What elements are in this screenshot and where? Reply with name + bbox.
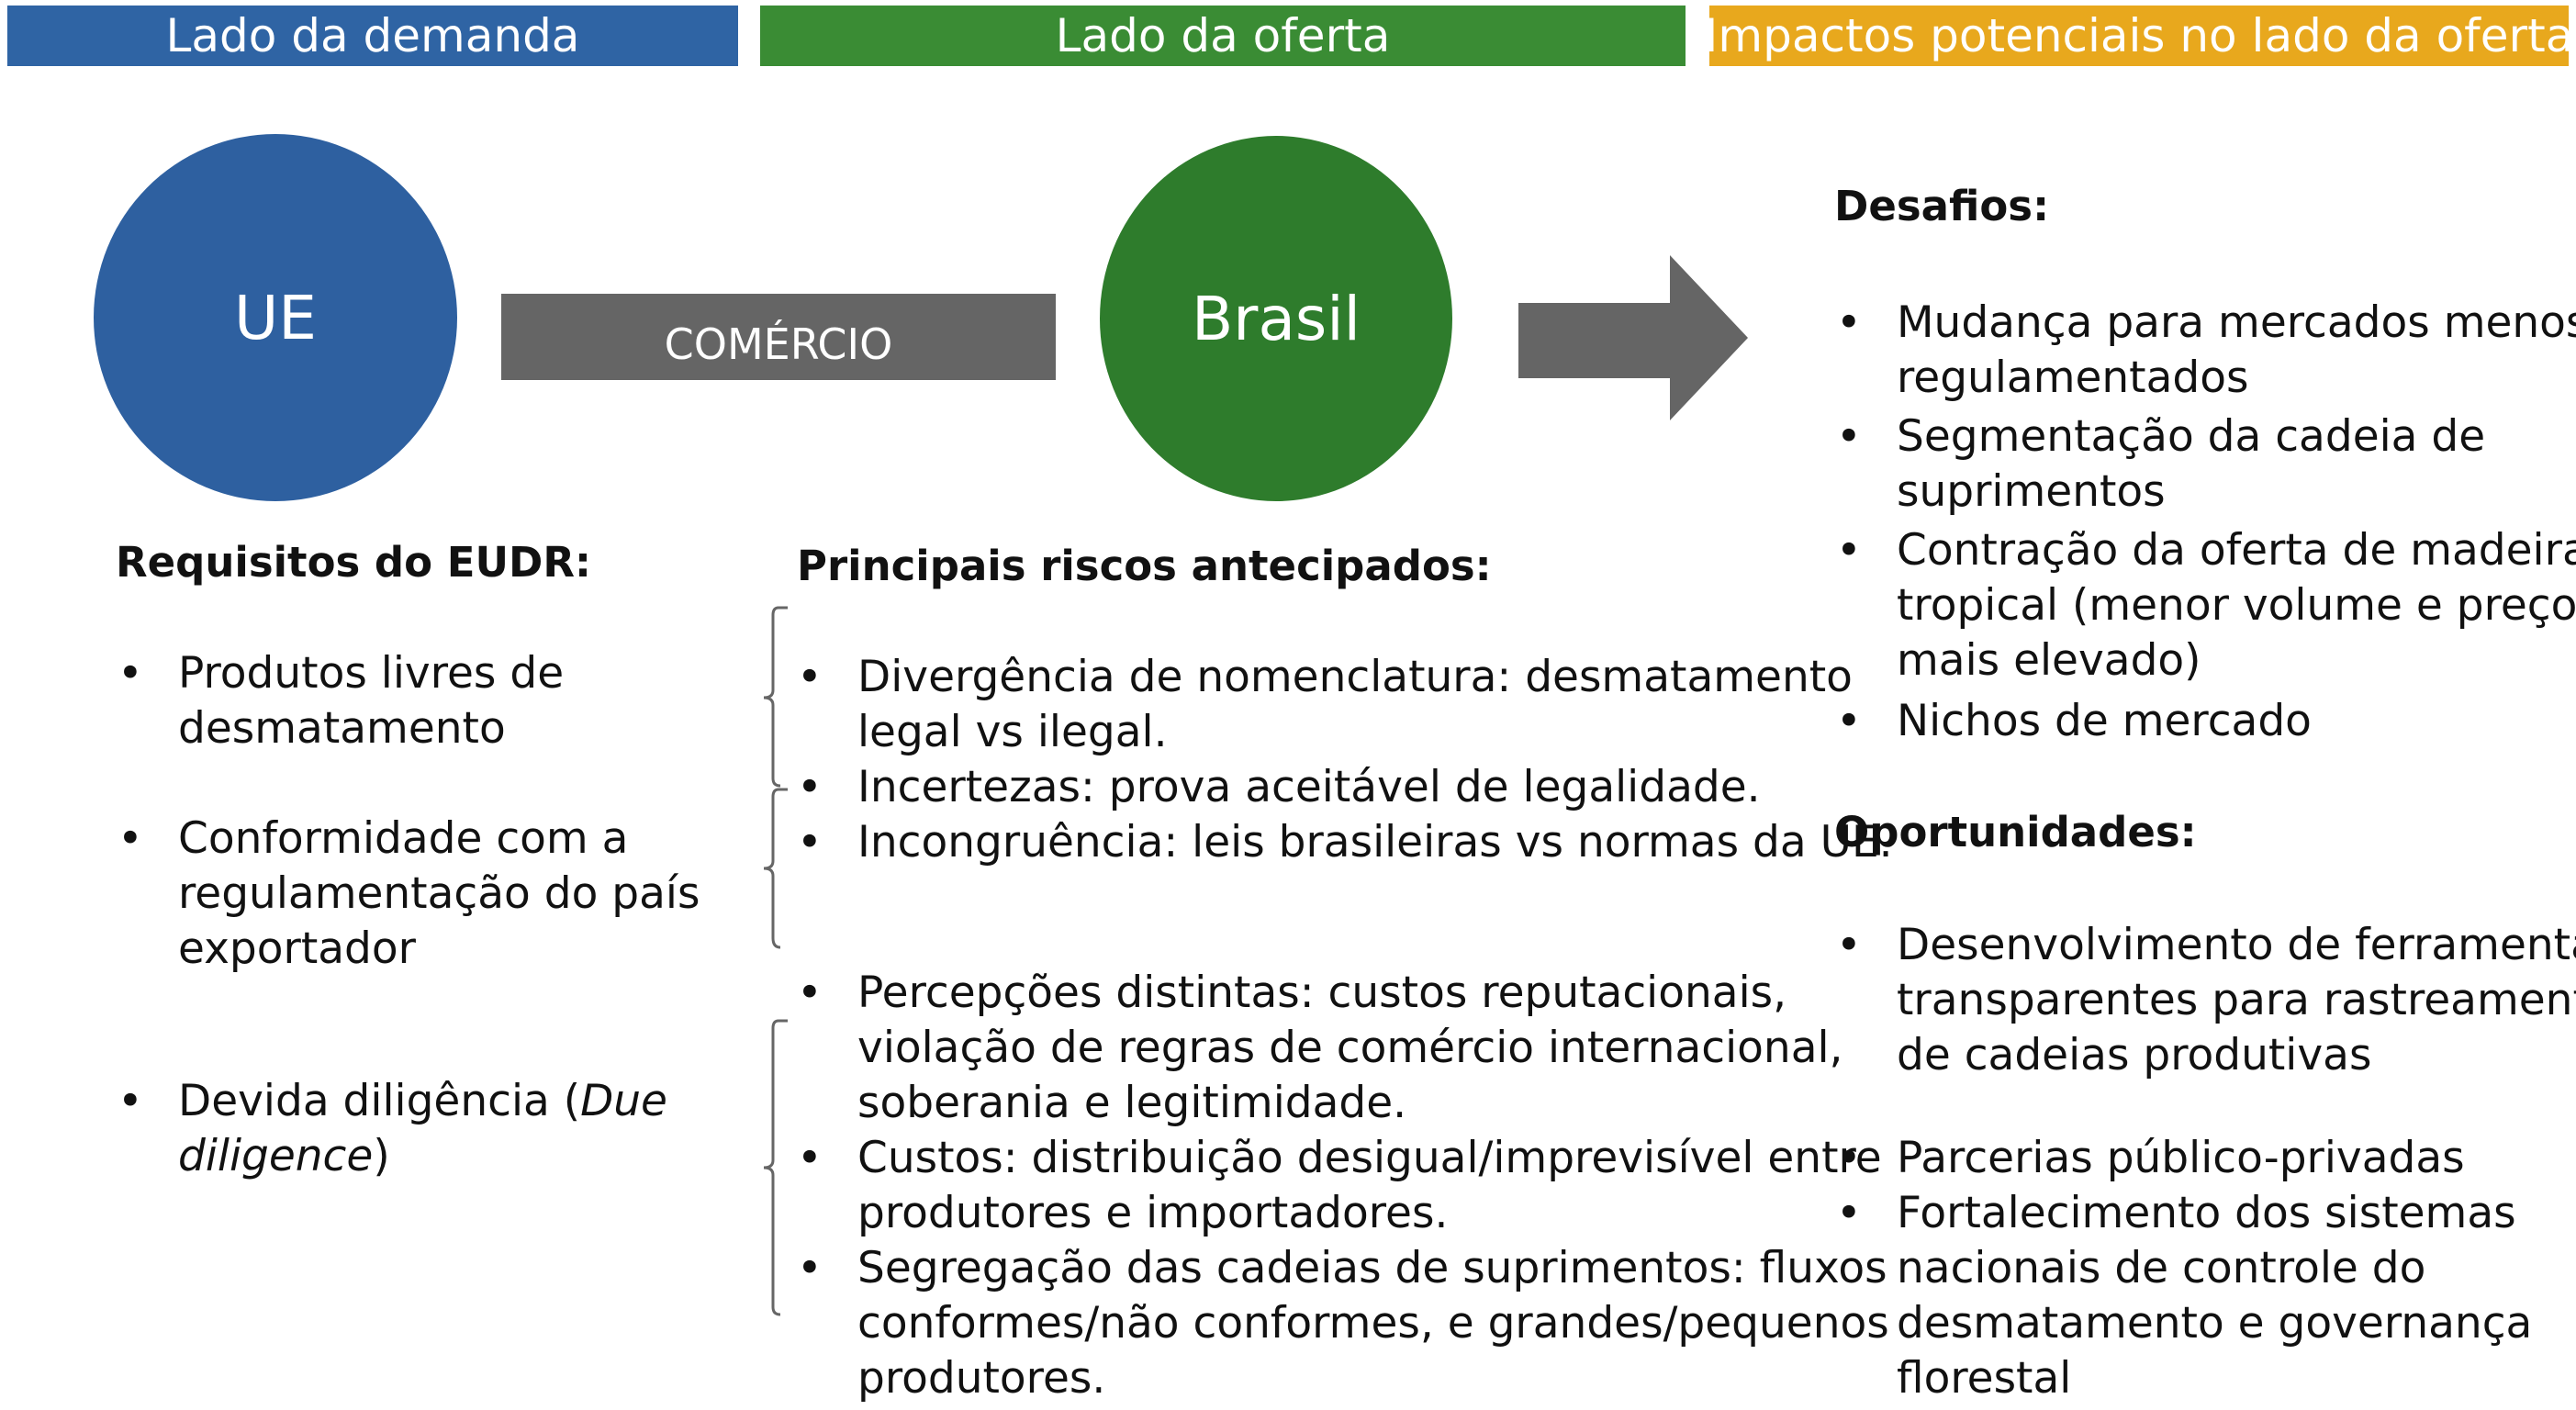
list-item: • Conformidade com a regulamentação do p… (118, 811, 700, 977)
list-item: • Segmentação da cadeia de suprimentos (1836, 409, 2486, 520)
brazil-circle: Brasil (1100, 136, 1452, 501)
bullet-icon: • (797, 762, 823, 812)
list-item-line: violação de regras de comércio internaci… (857, 1023, 1843, 1073)
eudr-heading: Requisitos do EUDR: (116, 538, 592, 587)
list-item-line: Devida diligência (Due (178, 1076, 667, 1126)
bullet-icon: • (797, 1133, 823, 1183)
bullet-icon: • (118, 1076, 143, 1126)
bullet-icon: • (797, 817, 823, 867)
list-item: • Mudança para mercados menos regulament… (1836, 296, 2576, 406)
list-item: • Divergência de nomenclatura: desmatame… (797, 650, 1853, 760)
list-item: • Fortalecimento dos sistemas nacionais … (1836, 1186, 2533, 1406)
list-item-line: Mudança para mercados menos (1897, 297, 2576, 348)
list-item-line: regulamentação do país (178, 868, 700, 919)
list-item-line: Contração da oferta de madeira (1897, 525, 2576, 576)
list-item-line: Produtos livres de (178, 648, 565, 699)
list-item-line: transparentes para rastreamento (1897, 975, 2576, 1025)
list-item-line: regulamentados (1897, 352, 2249, 403)
list-item: • Incongruência: leis brasileiras vs nor… (797, 815, 1893, 870)
list-item-line: desmatamento (178, 703, 506, 754)
list-item-line: nacionais de controle do (1897, 1243, 2426, 1293)
list-item-line: de cadeias produtivas (1897, 1030, 2372, 1080)
list-item-line: desmatamento e governança (1897, 1298, 2533, 1348)
list-item-line: Parcerias público-privadas (1897, 1133, 2465, 1183)
trade-connector: COMÉRCIO (501, 294, 1056, 380)
header-potential-impacts: Impactos potenciais no lado da oferta (1705, 6, 2573, 66)
list-item-line: legal vs ilegal. (857, 707, 1168, 757)
list-item-line: Percepções distintas: custos reputaciona… (857, 968, 1787, 1018)
list-item: • Segregação das cadeias de suprimentos:… (797, 1241, 1889, 1406)
bullet-icon: • (797, 968, 823, 1018)
bullet-icon: • (1836, 411, 1862, 462)
list-item: • Custos: distribuição desigual/imprevis… (797, 1131, 1882, 1241)
list-item-line: produtores. (857, 1353, 1106, 1404)
list-item-line: mais elevado) (1897, 635, 2201, 686)
list-item-line: Fortalecimento dos sistemas (1897, 1188, 2516, 1238)
list-item-line: soberania e legitimidade. (857, 1078, 1407, 1128)
risks-heading: Principais riscos antecipados: (797, 542, 1492, 590)
list-item-line: diligence) (178, 1131, 390, 1181)
list-item: • Desenvolvimento de ferramentas transpa… (1836, 918, 2576, 1083)
list-item: • Incertezas: prova aceitável de legalid… (797, 760, 1761, 815)
bullet-icon: • (1836, 920, 1862, 970)
risk-group-braces (763, 606, 788, 1316)
list-item-line: tropical (menor volume e preço (1897, 580, 2576, 631)
list-item-line: Desenvolvimento de ferramentas (1897, 920, 2576, 970)
list-item-line: Conformidade com a (178, 813, 629, 864)
list-item: • Percepções distintas: custos reputacio… (797, 966, 1843, 1131)
list-item-line: Segmentação da cadeia de (1897, 411, 2486, 462)
bullet-icon: • (1836, 297, 1862, 348)
list-item: • Produtos livres de desmatamento (118, 646, 565, 756)
bullet-icon: • (797, 652, 823, 702)
list-item-line: Custos: distribuição desigual/imprevisív… (857, 1133, 1882, 1183)
list-item-line: Segregação das cadeias de suprimentos: f… (857, 1243, 1887, 1293)
brazil-label: Brasil (1192, 283, 1361, 354)
right-arrow-icon (1518, 255, 1748, 420)
list-item-line: Incongruência: leis brasileiras vs norma… (857, 817, 1893, 867)
bullet-icon: • (797, 1243, 823, 1293)
list-item-line: exportador (178, 923, 416, 974)
bullet-icon: • (118, 648, 143, 699)
challenges-heading: Desafios: (1834, 182, 2050, 230)
list-item: • Devida diligência (Due diligence) (118, 1074, 667, 1184)
list-item: • Parcerias público-privadas (1836, 1131, 2465, 1186)
eu-circle: UE (94, 134, 457, 501)
list-item-line: produtores e importadores. (857, 1188, 1449, 1238)
bullet-icon: • (1836, 1188, 1862, 1238)
list-item-line: suprimentos (1897, 466, 2166, 517)
bullet-icon: • (1836, 525, 1862, 576)
list-item-line: Divergência de nomenclatura: desmatament… (857, 652, 1853, 702)
bullet-icon: • (118, 813, 143, 864)
list-item-line: Nichos de mercado (1897, 696, 2312, 746)
list-item-line: conformes/não conformes, e grandes/peque… (857, 1298, 1889, 1348)
header-demand-side: Lado da demanda (7, 6, 738, 66)
list-item-line: florestal (1897, 1353, 2072, 1404)
list-item: • Nichos de mercado (1836, 694, 2312, 749)
bullet-icon: • (1836, 1133, 1862, 1183)
header-supply-side: Lado da oferta (760, 6, 1686, 66)
list-item: • Contração da oferta de madeira tropica… (1836, 523, 2576, 688)
eu-label: UE (233, 282, 317, 353)
bullet-icon: • (1836, 696, 1862, 746)
trade-label: COMÉRCIO (664, 319, 893, 369)
list-item-line: Incertezas: prova aceitável de legalidad… (857, 762, 1761, 812)
opportunities-heading: Oportunidades: (1834, 808, 2197, 856)
